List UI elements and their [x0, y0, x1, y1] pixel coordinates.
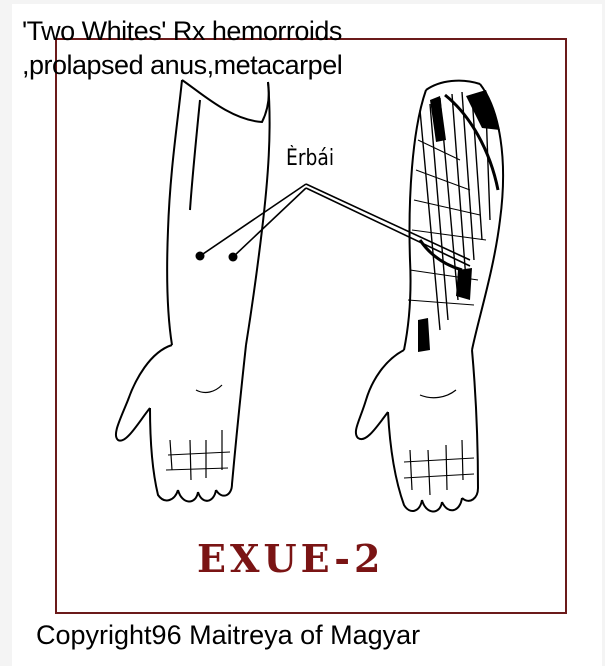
right-forearm: [356, 81, 503, 512]
title-block: 'Two Whites' Rx hemorroids ,prolapsed an…: [22, 14, 342, 82]
left-forearm: [116, 80, 270, 502]
copyright-text: Copyright96 Maitreya of Magyar: [36, 620, 420, 651]
title-line-1: 'Two Whites' Rx hemorroids: [22, 14, 342, 48]
leader-lines: [200, 184, 470, 266]
title-line-2: ,prolapsed anus,metacarpel: [22, 48, 342, 82]
point-code: EXUE-2: [197, 536, 384, 581]
acupoint-markers: [196, 252, 238, 262]
acupoint-label: Èrbái: [286, 146, 334, 171]
